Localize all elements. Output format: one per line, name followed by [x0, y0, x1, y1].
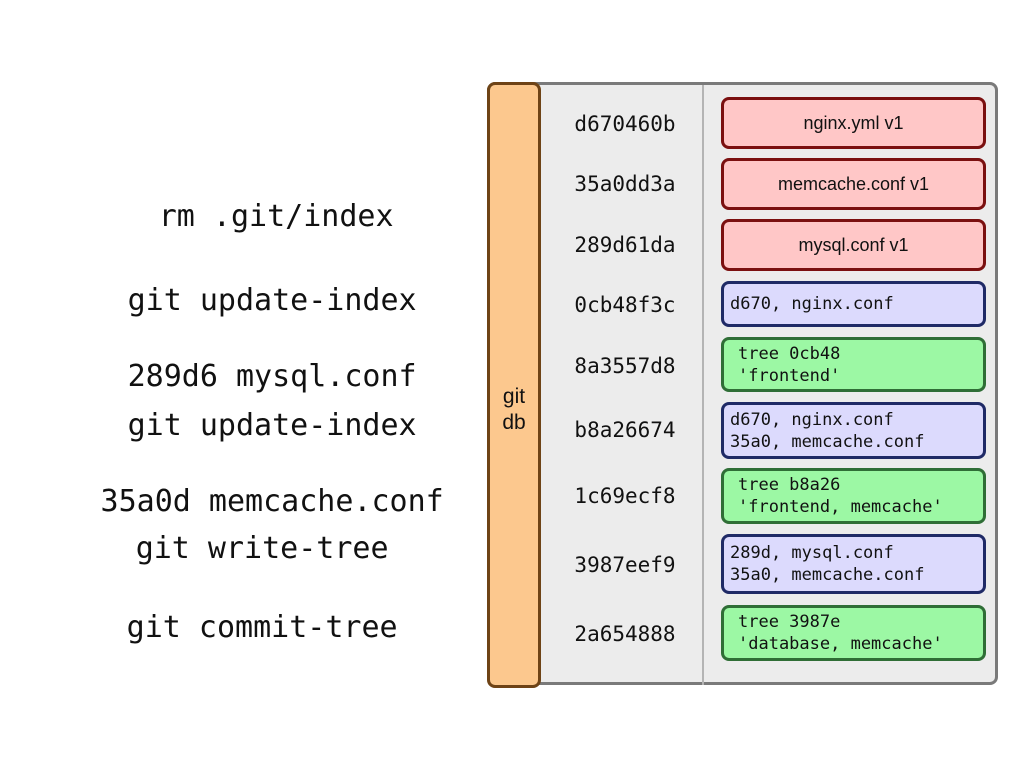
- object-hash: d670460b: [574, 112, 676, 136]
- object-content-line: tree 0cb48: [738, 343, 841, 364]
- command-commit-tree: git commit-tree: [16, 571, 436, 685]
- object-hash: 289d61da: [574, 233, 676, 257]
- object-content-line: 'frontend, memcache': [738, 497, 943, 517]
- object-content-line: 'frontend': [738, 365, 841, 386]
- command-line: git update-index: [127, 283, 417, 318]
- command-update-index-memcache: git update-index 35a0d memcache.conf: [26, 369, 446, 559]
- command-write-tree: git write-tree: [16, 492, 436, 606]
- object-content-line: d670, nginx.conf: [730, 294, 894, 314]
- command-update-index-mysql: git update-index 289d6 mysql.conf: [26, 244, 446, 434]
- commit-object: tree 0cb48 'frontend': [721, 337, 986, 392]
- object-content-line: 35a0, memcache.conf: [730, 565, 925, 585]
- object-hash: 1c69ecf8: [574, 484, 676, 508]
- tree-object: d670, nginx.conf 35a0, memcache.conf: [721, 402, 986, 459]
- object-hash: 35a0dd3a: [574, 172, 676, 196]
- object-hash: b8a26674: [574, 418, 676, 442]
- object-content-line: mysql.conf v1: [798, 235, 909, 255]
- object-content-line: d670, nginx.conf: [730, 409, 894, 430]
- object-content-line: tree b8a26: [738, 475, 841, 495]
- command-rm-index: rm .git/index: [30, 160, 450, 274]
- object-content-line: tree 3987e: [738, 612, 841, 632]
- object-content-line: nginx.yml v1: [803, 113, 904, 133]
- command-line: git write-tree: [135, 531, 389, 566]
- blob-object: memcache.conf v1: [721, 158, 986, 210]
- command-line: git commit-tree: [126, 610, 398, 645]
- command-line: git update-index: [127, 408, 417, 443]
- column-divider: [702, 85, 704, 685]
- object-content-line: memcache.conf v1: [777, 174, 930, 194]
- object-content-line: 'database, memcache': [738, 634, 943, 654]
- blob-object: mysql.conf v1: [721, 219, 986, 271]
- git-db-label: git db: [487, 384, 541, 436]
- command-line: 35a0d memcache.conf: [100, 484, 444, 519]
- blob-object: nginx.yml v1: [721, 97, 986, 149]
- git-db-spine: [487, 82, 541, 688]
- object-hash: 2a654888: [574, 622, 676, 646]
- command-line: 289d6 mysql.conf: [127, 359, 417, 394]
- object-hash: 8a3557d8: [574, 354, 676, 378]
- command-line: rm .git/index: [158, 199, 394, 234]
- tree-object: 289d, mysql.conf 35a0, memcache.conf: [721, 534, 986, 594]
- object-hash: 0cb48f3c: [574, 293, 676, 317]
- object-hash: 3987eef9: [574, 553, 676, 577]
- commit-object: tree 3987e 'database, memcache': [721, 605, 986, 661]
- commit-object: tree b8a26 'frontend, memcache': [721, 468, 986, 524]
- object-content-line: 35a0, memcache.conf: [730, 431, 925, 452]
- git-db-label-line: git: [502, 385, 526, 408]
- object-content-line: 289d, mysql.conf: [730, 543, 894, 563]
- tree-object: d670, nginx.conf: [721, 281, 986, 327]
- git-db-label-line: db: [502, 411, 526, 434]
